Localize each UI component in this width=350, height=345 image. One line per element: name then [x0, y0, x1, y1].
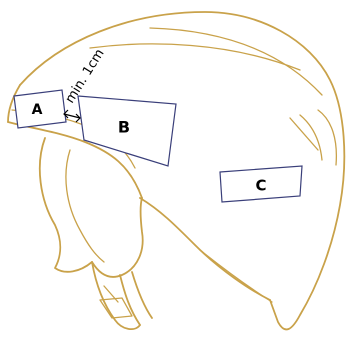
sticker-a-label: A — [32, 102, 43, 118]
helmet-ridge-2 — [150, 28, 322, 95]
helmet-vent — [290, 115, 322, 160]
helmet-ridge-1 — [90, 44, 300, 70]
sticker-c: C — [220, 166, 302, 202]
helmet-rim-back — [200, 250, 272, 302]
helmet-rear-edge — [318, 110, 336, 165]
helmet-cheek-pad — [92, 198, 143, 277]
spacing-arrow — [64, 110, 80, 122]
helmet-back-lower — [140, 198, 270, 300]
sticker-c-label: C — [255, 177, 266, 195]
helmet-cheek-inner — [66, 150, 104, 262]
sticker-b-label: B — [118, 118, 130, 137]
helmet-cheek-front — [40, 138, 92, 272]
sticker-a: A — [14, 90, 66, 128]
